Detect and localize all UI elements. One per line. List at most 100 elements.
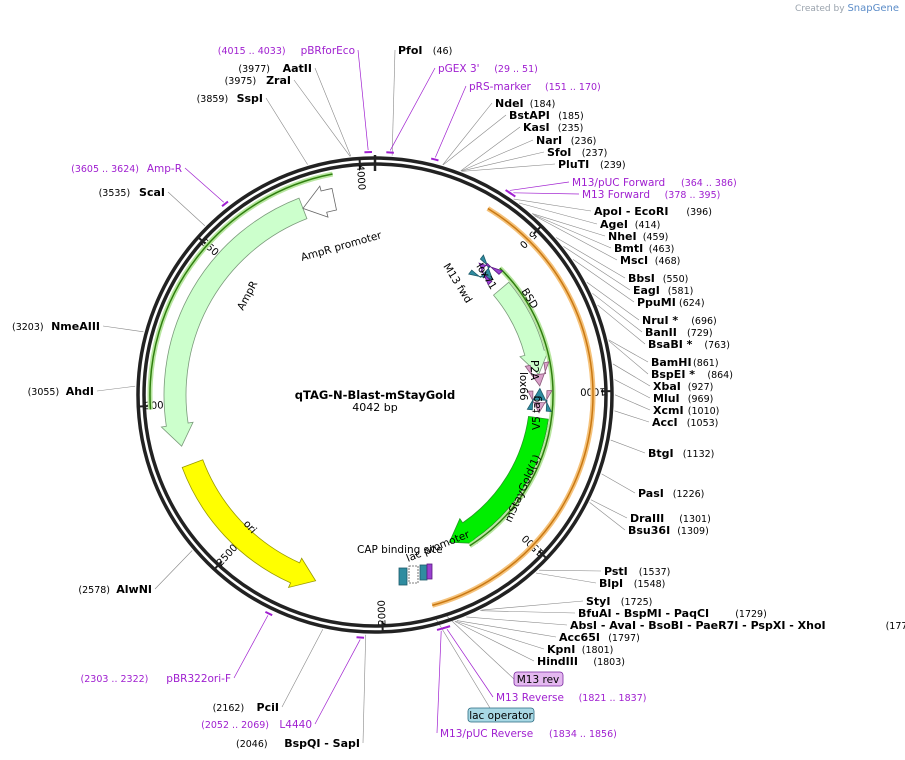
enzyme-site-aatii[interactable]: AatII(3977)	[238, 62, 312, 75]
snapgene-credit: Created by SnapGene	[795, 3, 899, 14]
primer-position: (4015 .. 4033)	[218, 46, 286, 57]
enzyme-site-bbsi[interactable]: BbsI(550)	[628, 272, 688, 285]
primer-site-m13-puc-forward[interactable]: M13/pUC Forward(364 .. 386)	[572, 177, 737, 189]
enzyme-site-hindiii[interactable]: HindIII(1803)	[537, 655, 625, 668]
enzyme-position: (729)	[687, 328, 713, 339]
enzyme-site-bsabi[interactable]: BsaBI *(763)	[648, 338, 730, 351]
primer-bar-m13-puc-reverse[interactable]	[436, 626, 445, 631]
lac-operator-box[interactable]: lac operator	[467, 707, 535, 723]
enzyme-site-xcmi[interactable]: XcmI(1010)	[653, 404, 719, 417]
enzyme-site-scai[interactable]: ScaI(3535)	[99, 186, 165, 199]
enzyme-site-blpi[interactable]: BlpI(1548)	[599, 577, 665, 590]
enzyme-site-pasi[interactable]: PasI(1226)	[638, 487, 704, 500]
enzyme-site-ndei[interactable]: NdeI(184)	[495, 97, 555, 110]
enzyme-site-bspei[interactable]: BspEI *(864)	[651, 368, 733, 381]
snapgene-logo-text: SnapGene	[847, 3, 899, 14]
enzyme-name: PluTI	[558, 158, 589, 171]
primer-site-amp-r[interactable]: Amp-R(3605 .. 3624)	[71, 163, 182, 175]
primer-bar-prs-marker[interactable]	[430, 157, 439, 162]
enzyme-site-psti[interactable]: PstI(1537)	[604, 565, 670, 578]
primer-site-m13-puc-reverse[interactable]: M13/pUC Reverse(1834 .. 1856)	[440, 728, 617, 740]
leader-eagi	[563, 246, 631, 291]
enzyme-site-btgi[interactable]: BtgI(1132)	[648, 447, 714, 460]
ori-feature-arrow[interactable]	[181, 459, 317, 589]
enzyme-site-banii[interactable]: BanII(729)	[645, 326, 713, 339]
enzyme-site-bsu36i[interactable]: Bsu36I(1309)	[628, 524, 709, 537]
tick-mark-3500	[198, 237, 207, 246]
primer-site-m13-reverse[interactable]: M13 Reverse(1821 .. 1837)	[496, 692, 646, 704]
cap-site-block[interactable]	[398, 567, 408, 586]
enzyme-name: BlpI	[599, 577, 623, 590]
enzyme-site-eagi[interactable]: EagI(581)	[633, 284, 693, 297]
enzyme-site-alwni[interactable]: AlwNI(2578)	[78, 583, 152, 596]
primer-site-pgex-3[interactable]: pGEX 3'(29 .. 51)	[438, 63, 538, 75]
enzyme-position: (624)	[679, 298, 705, 309]
enzyme-site-bspqi-sapi[interactable]: BspQI - SapI(2046)	[236, 737, 360, 750]
enzyme-position: (236)	[571, 136, 597, 147]
enzyme-site-sfoi[interactable]: SfoI(237)	[547, 146, 607, 159]
enzyme-name: PstI	[604, 565, 628, 578]
enzyme-site-xbai[interactable]: XbaI(927)	[653, 380, 713, 393]
enzyme-site-bfuai-bspmi-paqci[interactable]: BfuAI - BspMI - PaqCI(1729)	[578, 607, 767, 620]
lac-promoter-block[interactable]	[408, 565, 419, 584]
enzyme-site-absi-avai-bsobi-paer7i-pspxi-xhoi[interactable]: AbsI - AvaI - BsoBI - PaeR7I - PspXI - X…	[570, 619, 905, 632]
primer-bar-pbr322ori-f[interactable]	[264, 610, 273, 617]
enzyme-site-ahdi[interactable]: AhdI(3055)	[28, 385, 94, 398]
enzyme-site-pfoi[interactable]: PfoI(46)	[398, 44, 452, 57]
enzyme-site-acc65i[interactable]: Acc65I(1797)	[559, 631, 640, 644]
primer-name: Amp-R	[147, 163, 182, 175]
enzyme-site-ppumi[interactable]: PpuMI(624)	[637, 296, 705, 309]
leader-alwni	[154, 550, 193, 590]
m13-fwd-feature-arrow[interactable]	[478, 262, 504, 286]
enzyme-site-zrai[interactable]: ZraI(3975)	[225, 74, 291, 87]
mstaygold-feature-arrow[interactable]	[448, 416, 549, 544]
primer-site-m13-forward[interactable]: M13 Forward(378 .. 395)	[582, 189, 720, 201]
enzyme-site-agei[interactable]: AgeI(414)	[600, 218, 660, 231]
enzyme-site-pluti[interactable]: PluTI(239)	[558, 158, 626, 171]
enzyme-site-styi[interactable]: StyI(1725)	[586, 595, 652, 608]
primer-bar-m13-forward[interactable]	[508, 191, 516, 198]
green-band-right-core	[469, 267, 554, 547]
primer-bar-amp-r[interactable]	[221, 200, 229, 207]
primer-site-pbr322ori-f[interactable]: pBR322ori-F(2303 .. 2322)	[81, 673, 231, 685]
primer-site-prs-marker[interactable]: pRS-marker(151 .. 170)	[469, 81, 601, 93]
enzyme-position: (1770)	[886, 621, 905, 632]
primer-leader-m13-reverse	[446, 628, 494, 698]
enzyme-site-kpni[interactable]: KpnI(1801)	[547, 643, 613, 656]
enzyme-site-draiii[interactable]: DraIII(1301)	[630, 512, 711, 525]
primer-position: (378 .. 395)	[665, 190, 721, 201]
enzyme-site-sspi[interactable]: SspI(3859)	[197, 92, 263, 105]
enzyme-site-nmeaiii[interactable]: NmeAIII(3203)	[12, 320, 100, 333]
ampr-promoter-arrow[interactable]	[302, 185, 337, 218]
enzyme-site-kasi[interactable]: KasI(235)	[523, 121, 583, 134]
primer-position: (2052 .. 2069)	[201, 720, 269, 731]
p2a-feature-arrow[interactable]	[524, 361, 550, 387]
leader-acci	[614, 410, 650, 423]
m13-rev-box[interactable]: M13 rev	[513, 671, 564, 687]
enzyme-site-nhei[interactable]: NheI(459)	[608, 230, 668, 243]
enzyme-site-bmti[interactable]: BmtI(463)	[614, 242, 674, 255]
enzyme-site-nrui[interactable]: NruI *(696)	[642, 314, 717, 327]
enzyme-site-apoi-ecori[interactable]: ApoI - EcoRI(396)	[594, 205, 712, 218]
enzyme-site-nari[interactable]: NarI(236)	[536, 134, 596, 147]
enzyme-name: ZraI	[266, 74, 291, 87]
enzyme-site-bamhi[interactable]: BamHI(861)	[651, 356, 719, 369]
enzyme-site-mlui[interactable]: MluI(969)	[653, 392, 713, 405]
lac-operator-block[interactable]	[419, 564, 428, 581]
m13-rev-block[interactable]	[426, 563, 433, 580]
enzyme-site-acci[interactable]: AccI(1053)	[652, 416, 718, 429]
leader-banii	[592, 293, 643, 333]
ampr-feature-arrow[interactable]	[160, 197, 308, 447]
lox71-feature-arrow[interactable]	[468, 254, 494, 280]
enzyme-site-bstapi[interactable]: BstAPI(185)	[509, 109, 584, 122]
enzyme-position: (185)	[558, 111, 584, 122]
enzyme-position: (927)	[688, 382, 714, 393]
enzyme-name: PpuMI	[637, 296, 676, 309]
enzyme-position: (1725)	[621, 597, 653, 608]
primer-position: (364 .. 386)	[681, 178, 737, 189]
primer-site-pbrforeco[interactable]: pBRforEco(4015 .. 4033)	[218, 45, 355, 57]
lox66-feature-arrow[interactable]	[526, 387, 552, 413]
enzyme-site-pcii[interactable]: PciI(2162)	[213, 701, 279, 714]
enzyme-site-msci[interactable]: MscI(468)	[620, 254, 680, 267]
primer-site-l4440[interactable]: L4440(2052 .. 2069)	[201, 719, 312, 731]
